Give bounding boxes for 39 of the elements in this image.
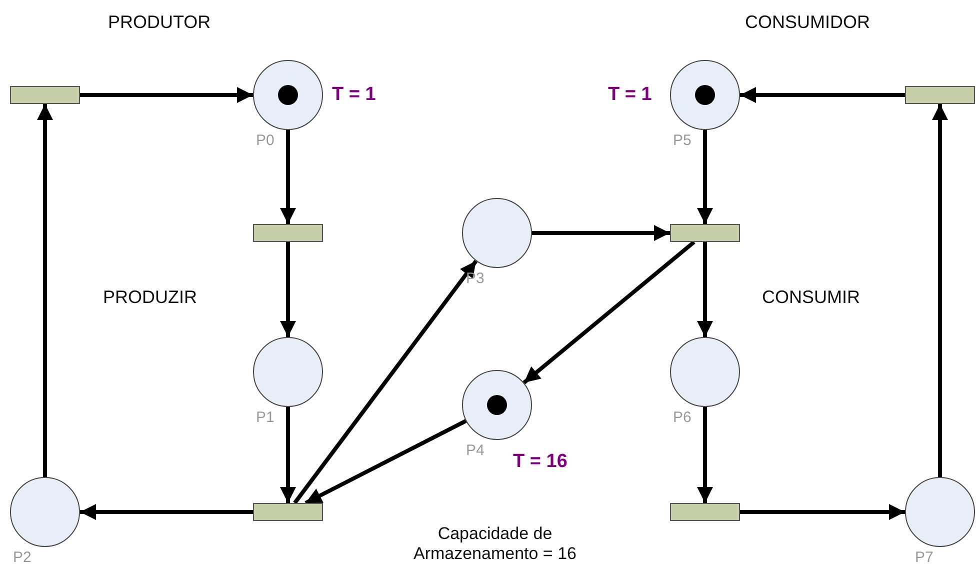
arrow — [293, 260, 478, 504]
place-label: P7 — [915, 549, 934, 566]
arrow — [37, 104, 53, 477]
arrow — [80, 87, 253, 103]
capacity-note: Capacidade de Armazenamento = 16 — [412, 524, 578, 564]
token-count-label: T = 16 — [513, 451, 568, 473]
arrow — [280, 130, 296, 224]
arrow — [932, 104, 948, 477]
place-label: P0 — [256, 132, 274, 149]
transition-bar — [670, 224, 740, 242]
arrow — [280, 407, 296, 503]
arrow — [532, 225, 670, 241]
arrow — [522, 240, 696, 384]
token-count-label: T = 1 — [332, 84, 376, 106]
section-label: PRODUTOR — [108, 12, 211, 33]
section-label: PRODUZIR — [103, 287, 197, 308]
place-label: P5 — [673, 132, 692, 149]
token-count-label: T = 1 — [608, 84, 652, 106]
place-label: P4 — [466, 442, 484, 459]
section-label: CONSUMIR — [762, 287, 860, 308]
arrow — [304, 419, 467, 505]
place-label: P6 — [673, 409, 692, 426]
section-label: CONSUMIDOR — [745, 12, 870, 33]
arrow — [740, 504, 905, 520]
place-circle — [462, 370, 532, 440]
transition-bar — [905, 86, 975, 104]
arrow — [740, 87, 905, 103]
arrow — [80, 504, 253, 520]
place-label: P3 — [466, 270, 484, 287]
arrow — [697, 407, 713, 503]
transition-bar — [10, 86, 80, 104]
place-label: P1 — [256, 409, 274, 426]
transition-bar — [253, 503, 323, 521]
arrow — [280, 242, 296, 337]
place-label: P2 — [13, 549, 32, 566]
arrow — [697, 242, 713, 337]
arrow — [697, 130, 713, 224]
transition-bar — [253, 224, 323, 242]
transition-bar — [670, 503, 740, 521]
